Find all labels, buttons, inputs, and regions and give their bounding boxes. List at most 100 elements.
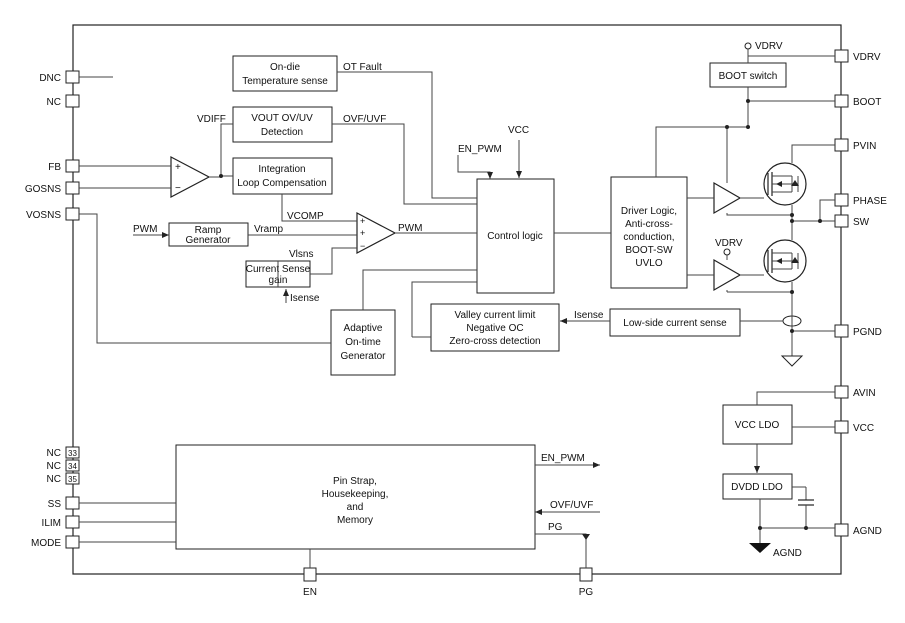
en-pwm-label: EN_PWM bbox=[458, 144, 502, 155]
pin-strap-label-1: Pin Strap, bbox=[333, 476, 377, 487]
pin-pvin-label: PVIN bbox=[853, 141, 876, 152]
pin-phase: PHASE bbox=[834, 193, 887, 207]
boot-switch-label: BOOT switch bbox=[719, 71, 778, 82]
pin-agnd: AGND bbox=[834, 523, 882, 537]
low-side-mosfet bbox=[763, 239, 807, 283]
pin-vcc-label: VCC bbox=[853, 423, 874, 434]
pin-vdrv: VDRV bbox=[834, 49, 881, 63]
pin-nc-35: NC 35 bbox=[47, 472, 80, 485]
pin-fb-label: FB bbox=[48, 162, 61, 173]
pin-ss-label: SS bbox=[48, 499, 62, 510]
driver-logic-label-2: Anti-cross- bbox=[625, 219, 673, 230]
pin-vcc: VCC bbox=[834, 420, 874, 434]
pin-vosns-label: VOSNS bbox=[26, 210, 61, 221]
ovf-uvf-in-label: OVF/UVF bbox=[550, 500, 593, 511]
driver-logic-label-3: conduction, bbox=[623, 232, 674, 243]
low-side-current-sense-block: Low-side current sense bbox=[609, 308, 741, 337]
valley-label-2: Negative OC bbox=[466, 323, 523, 334]
temperature-sense-label-2: Temperature sense bbox=[242, 76, 328, 87]
pin-strap-label-2: Housekeeping, bbox=[322, 489, 389, 500]
pin-35-number: 35 bbox=[68, 475, 77, 484]
adaptive-on-time-label-2: On-time bbox=[345, 337, 381, 348]
pin-vdrv-label: VDRV bbox=[853, 52, 881, 63]
pin-nc-34-label: NC bbox=[47, 461, 61, 472]
pin-boot: BOOT bbox=[834, 94, 881, 108]
pwm-comparator-plus-1: + bbox=[360, 216, 365, 226]
pin-34-number: 34 bbox=[68, 462, 77, 471]
ovf-uvf-label: OVF/UVF bbox=[343, 114, 386, 125]
pin-pgnd: PGND bbox=[834, 324, 882, 338]
vout-ovuv-label-1: VOUT OV/UV bbox=[251, 113, 313, 124]
low-side-current-sense-label: Low-side current sense bbox=[623, 318, 727, 329]
isense-low-side-label: Isense bbox=[574, 310, 604, 321]
pin-pvin: PVIN bbox=[834, 138, 876, 152]
pin-nc-33-label: NC bbox=[47, 448, 61, 459]
pin-ilim-label: ILIM bbox=[42, 518, 61, 529]
agnd-ground-label: AGND bbox=[773, 548, 802, 559]
adaptive-on-time-label-3: Generator bbox=[340, 351, 386, 362]
integration-label-2: Loop Compensation bbox=[237, 178, 327, 189]
pin-en-label: EN bbox=[303, 587, 317, 598]
pin-agnd-label: AGND bbox=[853, 526, 882, 537]
pin-strap-block: Pin Strap, Housekeeping, and Memory bbox=[175, 444, 536, 550]
pin-dnc-label: DNC bbox=[39, 73, 61, 84]
pin-sw: SW bbox=[834, 214, 870, 228]
adaptive-on-time-label-1: Adaptive bbox=[344, 323, 383, 334]
diff-amp-plus: + bbox=[175, 162, 181, 173]
integration-label-1: Integration bbox=[258, 164, 305, 175]
pin-avin: AVIN bbox=[834, 385, 876, 399]
vout-ovuv-block: VOUT OV/UV Detection bbox=[232, 106, 333, 143]
valley-label-1: Valley current limit bbox=[455, 310, 536, 321]
ot-fault-label: OT Fault bbox=[343, 62, 382, 73]
pin-nc-34: NC 34 bbox=[47, 459, 80, 472]
vcc-ldo-block: VCC LDO bbox=[722, 404, 793, 445]
pin-sw-label: SW bbox=[853, 217, 870, 228]
pin-boot-label: BOOT bbox=[853, 97, 881, 108]
pin-mode: MODE bbox=[31, 535, 80, 549]
ramp-generator-block: Ramp Generator bbox=[168, 222, 249, 247]
ramp-generator-label-1: Ramp bbox=[195, 225, 222, 236]
valley-current-limit-block: Valley current limit Negative OC Zero-cr… bbox=[430, 303, 560, 352]
pgnd-ground-icon bbox=[780, 337, 804, 367]
agnd-ground-icon: AGND bbox=[749, 543, 802, 559]
temperature-sense-block: On-die Temperature sense bbox=[232, 55, 338, 92]
ramp-generator-label-2: Generator bbox=[185, 235, 231, 246]
vdiff-label: VDIFF bbox=[197, 114, 226, 125]
chip-outline bbox=[72, 24, 842, 575]
pin-en: EN bbox=[303, 567, 317, 598]
vdrv-low-label: VDRV bbox=[715, 238, 743, 249]
pin-gosns: GOSNS bbox=[25, 181, 80, 195]
vout-ovuv-label-2: Detection bbox=[261, 127, 303, 138]
pin-33-number: 33 bbox=[68, 449, 77, 458]
high-side-mosfet bbox=[763, 162, 807, 206]
vcomp-label: VCOMP bbox=[287, 211, 324, 222]
pin-fb: FB bbox=[48, 159, 80, 173]
valley-label-3: Zero-cross detection bbox=[449, 336, 540, 347]
temperature-sense-label-1: On-die bbox=[270, 62, 300, 73]
vlsns-label: Vlsns bbox=[289, 249, 313, 260]
pin-strap-label-4: Memory bbox=[337, 515, 373, 526]
pin-pgnd-label: PGND bbox=[853, 327, 882, 338]
dvdd-ldo-label: DVDD LDO bbox=[731, 482, 783, 493]
driver-logic-label-4: BOOT-SW bbox=[625, 245, 673, 256]
integration-block: Integration Loop Compensation bbox=[232, 157, 333, 195]
pin-gosns-label: GOSNS bbox=[25, 184, 61, 195]
pin-pg: PG bbox=[579, 567, 594, 598]
pin-ilim: ILIM bbox=[42, 515, 80, 529]
pin-nc-label: NC bbox=[47, 97, 61, 108]
pin-ss: SS bbox=[48, 496, 80, 510]
pin-pg-label: PG bbox=[579, 587, 594, 598]
pwm-comparator-plus-2: + bbox=[360, 228, 365, 238]
pin-phase-label: PHASE bbox=[853, 196, 887, 207]
control-logic-label: Control logic bbox=[487, 231, 543, 242]
diff-amp: + − bbox=[170, 156, 211, 198]
driver-logic-block: Driver Logic, Anti-cross- conduction, BO… bbox=[610, 176, 688, 289]
pwm-comparator-minus: − bbox=[360, 241, 365, 251]
en-pwm-out-label: EN_PWM bbox=[541, 453, 585, 464]
pin-nc: NC bbox=[47, 94, 80, 108]
vramp-label: Vramp bbox=[254, 224, 284, 235]
high-side-gate-driver bbox=[713, 181, 742, 215]
vcc-signal-label: VCC bbox=[508, 125, 529, 136]
dvdd-ldo-block: DVDD LDO bbox=[722, 473, 793, 500]
pin-dnc: DNC bbox=[39, 70, 113, 84]
